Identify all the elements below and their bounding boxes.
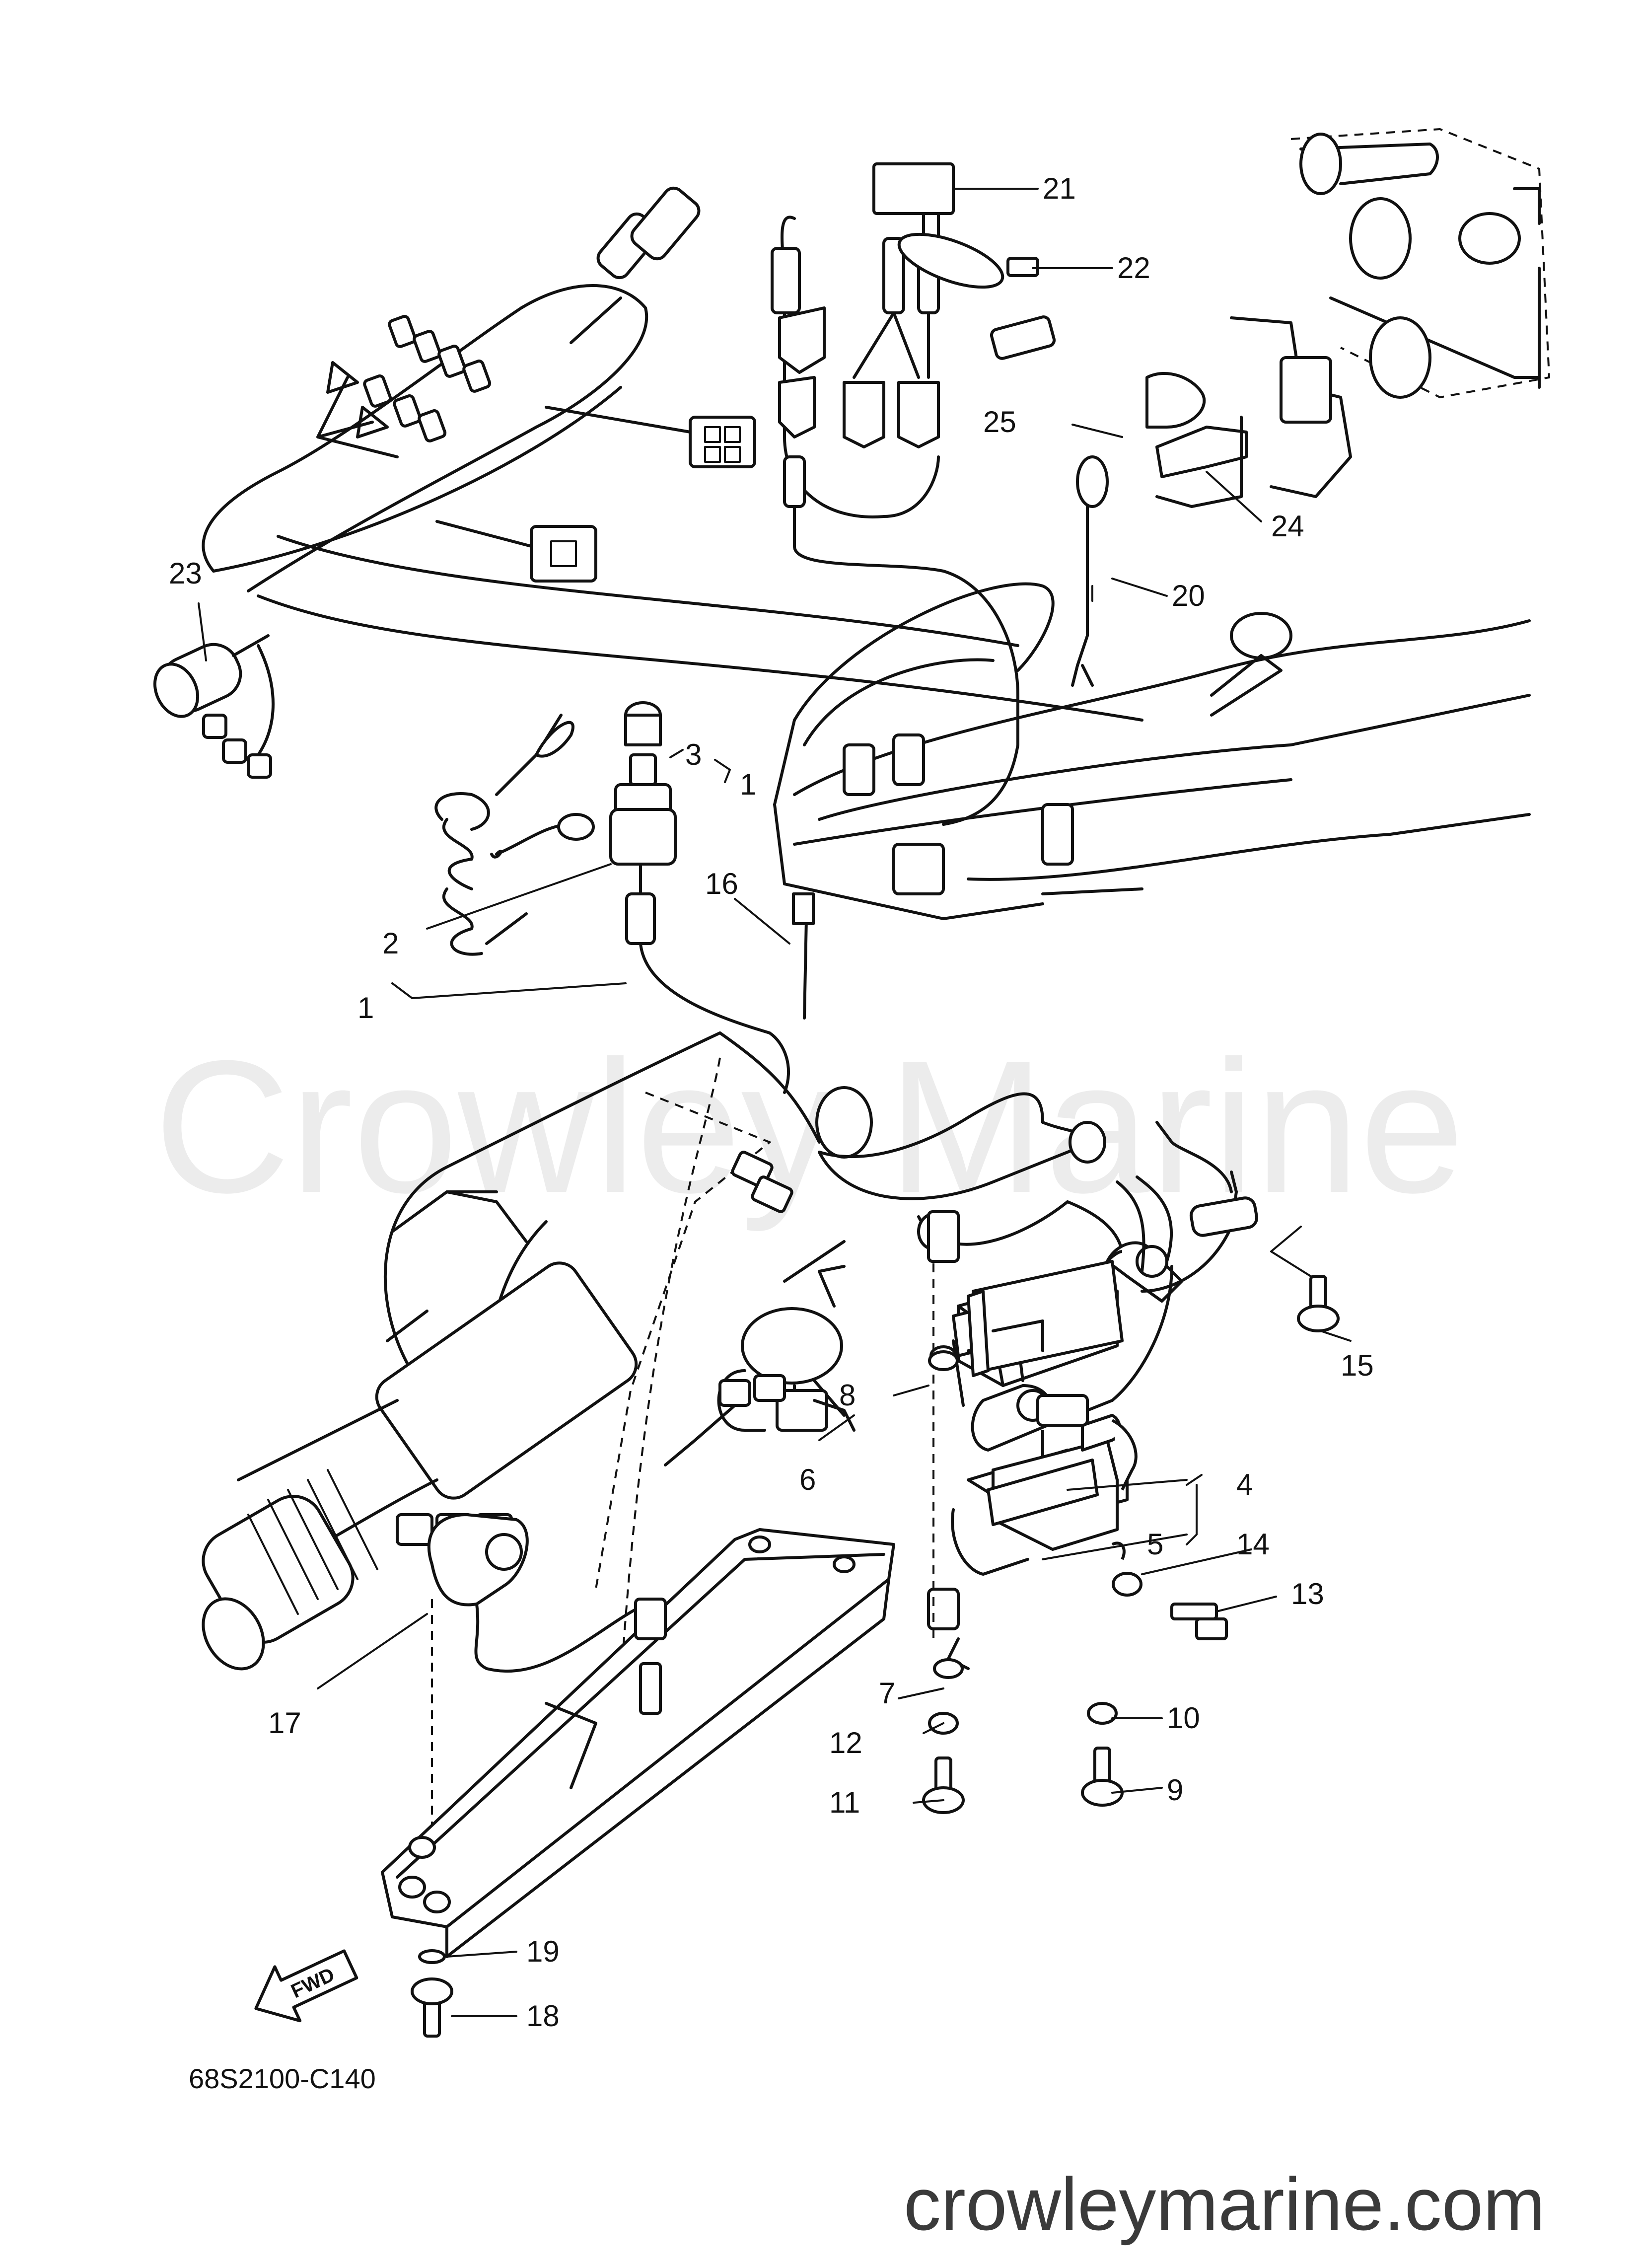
tiller-handle-drawing <box>773 582 1531 920</box>
leader-lines <box>198 188 1352 2017</box>
watermark: Crowley Marine <box>154 1021 1465 1233</box>
callout-13: 13 <box>1291 1577 1324 1610</box>
fwd-arrow-icon: FWD <box>254 1949 358 2023</box>
callout-3: 3 <box>685 738 702 771</box>
callout-18: 18 <box>526 1999 560 2033</box>
bottom-cover-drawing <box>381 1513 895 2038</box>
stop-switch-drawing <box>434 701 790 1094</box>
callout-24: 24 <box>1271 510 1304 543</box>
steering-handle-drawing <box>202 1031 1124 1689</box>
callout-22: 22 <box>1117 251 1150 285</box>
callout-14: 14 <box>1236 1528 1270 1561</box>
website-text: crowleymarine.com <box>904 2162 1545 2246</box>
bracket-drawing <box>990 128 1551 687</box>
callout-4: 4 <box>1236 1468 1253 1501</box>
drawing-code: 68S2100-C140 <box>189 2063 376 2094</box>
callout-15: 15 <box>1341 1349 1374 1382</box>
wire-harness-drawing <box>153 186 1143 779</box>
callout-25: 25 <box>983 405 1016 439</box>
callout-2: 2 <box>382 927 399 960</box>
cable-tie-drawing <box>792 892 815 1020</box>
callout-12: 12 <box>829 1726 862 1759</box>
callout-19: 19 <box>526 1935 560 1968</box>
callout-20: 20 <box>1172 579 1205 612</box>
callout-21: 21 <box>1043 172 1076 205</box>
callout-10: 10 <box>1167 1701 1200 1735</box>
hardware-drawing <box>922 1260 1340 1814</box>
callout-16: 16 <box>705 867 738 900</box>
callout-23: 23 <box>169 557 202 590</box>
callout-1a: 1 <box>740 768 756 801</box>
callout-9: 9 <box>1167 1773 1183 1807</box>
callout-1b: 1 <box>357 991 374 1024</box>
relay-and-tie-drawing <box>771 162 1039 826</box>
callout-17: 17 <box>268 1706 301 1740</box>
callout-5: 5 <box>1147 1528 1163 1561</box>
callout-8: 8 <box>839 1379 856 1412</box>
callout-11: 11 <box>829 1786 860 1819</box>
callout-7: 7 <box>879 1677 895 1710</box>
callout-6: 6 <box>799 1463 816 1496</box>
